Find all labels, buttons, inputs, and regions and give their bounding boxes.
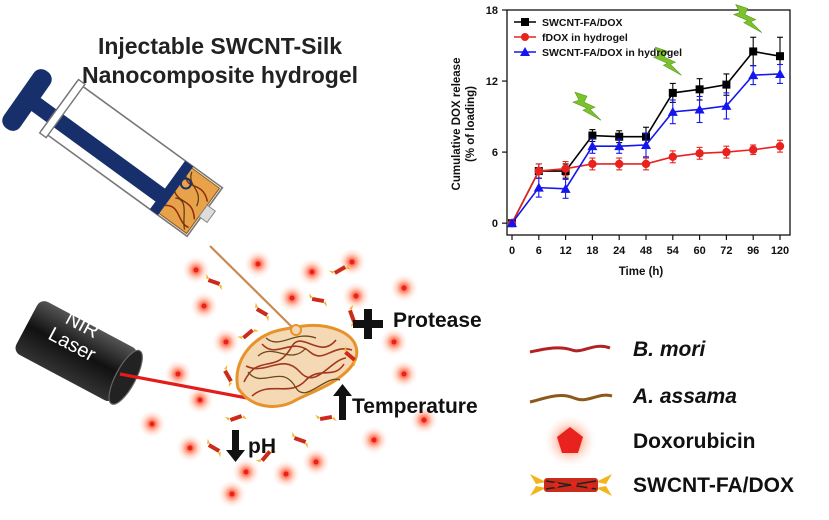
data-point xyxy=(749,145,758,154)
arrow-down-icon xyxy=(226,430,245,462)
data-point xyxy=(588,131,597,140)
data-point xyxy=(533,182,544,192)
x-tick-label: 18 xyxy=(586,245,598,257)
release-chart: Cumulative DOX release (% of loading) Ti… xyxy=(451,4,791,278)
data-point xyxy=(587,141,598,151)
figure-title-line2: Nanocomposite hydrogel xyxy=(81,62,359,88)
legend-aassama-label: A. assama xyxy=(633,385,737,408)
data-point xyxy=(560,183,571,193)
swcnt-particle xyxy=(237,328,259,340)
laser-bolt-icon xyxy=(732,4,763,33)
legend-bmori-line xyxy=(529,344,611,354)
arrow-up-icon xyxy=(333,384,352,420)
protease-label: Protease xyxy=(393,309,482,332)
data-point xyxy=(615,132,624,141)
dox-particles xyxy=(138,248,438,508)
x-tick-label: 48 xyxy=(640,245,652,257)
legend-doxorubicin-icon xyxy=(544,415,596,467)
chart-legend-item: SWCNT-FA/DOX xyxy=(514,17,623,29)
y-axis-label-line2: (% of loading) xyxy=(465,86,477,162)
data-point xyxy=(775,68,785,78)
data-point xyxy=(534,166,543,176)
chart-legend-label: SWCNT-FA/DOX in hydrogel xyxy=(542,47,682,59)
data-point xyxy=(507,218,517,228)
x-tick-label: 96 xyxy=(747,245,759,257)
legend-swcnt-icon xyxy=(530,474,612,496)
x-axis-label: Time (h) xyxy=(619,266,664,278)
laser-bolt-icon xyxy=(572,91,602,121)
data-point xyxy=(561,164,570,173)
plot-frame xyxy=(506,9,791,236)
data-point xyxy=(749,47,758,56)
swcnt-particle xyxy=(223,364,233,388)
legend-bmori-label: B. mori xyxy=(633,338,706,361)
series-0 xyxy=(508,36,784,228)
swcnt-particle xyxy=(309,293,327,307)
y-axis-label-line1: Cumulative DOX release xyxy=(451,58,463,191)
y-tick-label: 0 xyxy=(492,218,498,230)
laser-bolt-icon xyxy=(652,46,682,76)
x-tick-label: 120 xyxy=(771,245,789,257)
legend-doxorubicin-label: Doxorubicin xyxy=(633,430,756,453)
swcnt-particle xyxy=(315,414,337,422)
x-tick-label: 0 xyxy=(509,245,515,257)
x-tick-label: 72 xyxy=(720,245,732,257)
y-tick-label: 6 xyxy=(492,147,498,159)
swcnt-particle xyxy=(328,265,352,275)
data-point xyxy=(615,159,624,169)
chart-legend-label: fDOX in hydrogel xyxy=(542,32,628,44)
data-point xyxy=(721,100,732,110)
chart-legend-label: SWCNT-FA/DOX xyxy=(542,17,623,29)
data-point xyxy=(776,52,784,61)
data-point xyxy=(614,141,625,151)
x-tick-label: 54 xyxy=(667,245,680,257)
swcnt-particle xyxy=(206,273,222,291)
swcnt-particles xyxy=(206,265,357,463)
swcnt-particle xyxy=(255,449,277,463)
ph-label: pH xyxy=(248,435,276,458)
legend-swcnt-label: SWCNT-FA/DOX xyxy=(633,474,794,497)
syringe xyxy=(2,69,296,331)
chart-legend-item: fDOX in hydrogel xyxy=(514,32,628,44)
data-point xyxy=(588,159,597,169)
swcnt-particle xyxy=(343,345,357,367)
plus-icon xyxy=(353,309,383,339)
data-point xyxy=(667,106,678,116)
data-point xyxy=(722,80,731,89)
data-point xyxy=(695,149,704,158)
swcnt-particle xyxy=(207,438,221,458)
x-tick-label: 6 xyxy=(536,245,542,257)
x-tick-label: 24 xyxy=(613,245,626,257)
series-1 xyxy=(507,139,785,228)
chart-legend-item: SWCNT-FA/DOX in hydrogel xyxy=(514,47,682,59)
data-point xyxy=(694,104,705,114)
swcnt-particle xyxy=(292,431,308,449)
y-tick-label: 18 xyxy=(486,5,498,17)
legend-aassama-line xyxy=(529,393,613,404)
laser-device xyxy=(15,301,269,405)
y-tick-label: 12 xyxy=(486,76,498,88)
data-point xyxy=(748,70,759,80)
data-point xyxy=(668,152,677,162)
hydrogel-blob xyxy=(235,323,359,408)
data-point xyxy=(722,147,731,157)
series-2 xyxy=(507,63,785,228)
figure-title-line1: Injectable SWCNT-Silk xyxy=(97,33,343,59)
swcnt-particle xyxy=(224,414,248,422)
x-tick-label: 60 xyxy=(693,245,705,257)
data-point xyxy=(775,141,785,151)
data-point xyxy=(668,88,677,97)
temperature-label: Temperature xyxy=(352,395,478,418)
swcnt-particle xyxy=(255,302,269,322)
x-tick-label: 12 xyxy=(559,245,571,257)
data-point xyxy=(695,85,704,94)
data-point xyxy=(641,140,651,149)
data-point xyxy=(641,159,651,169)
